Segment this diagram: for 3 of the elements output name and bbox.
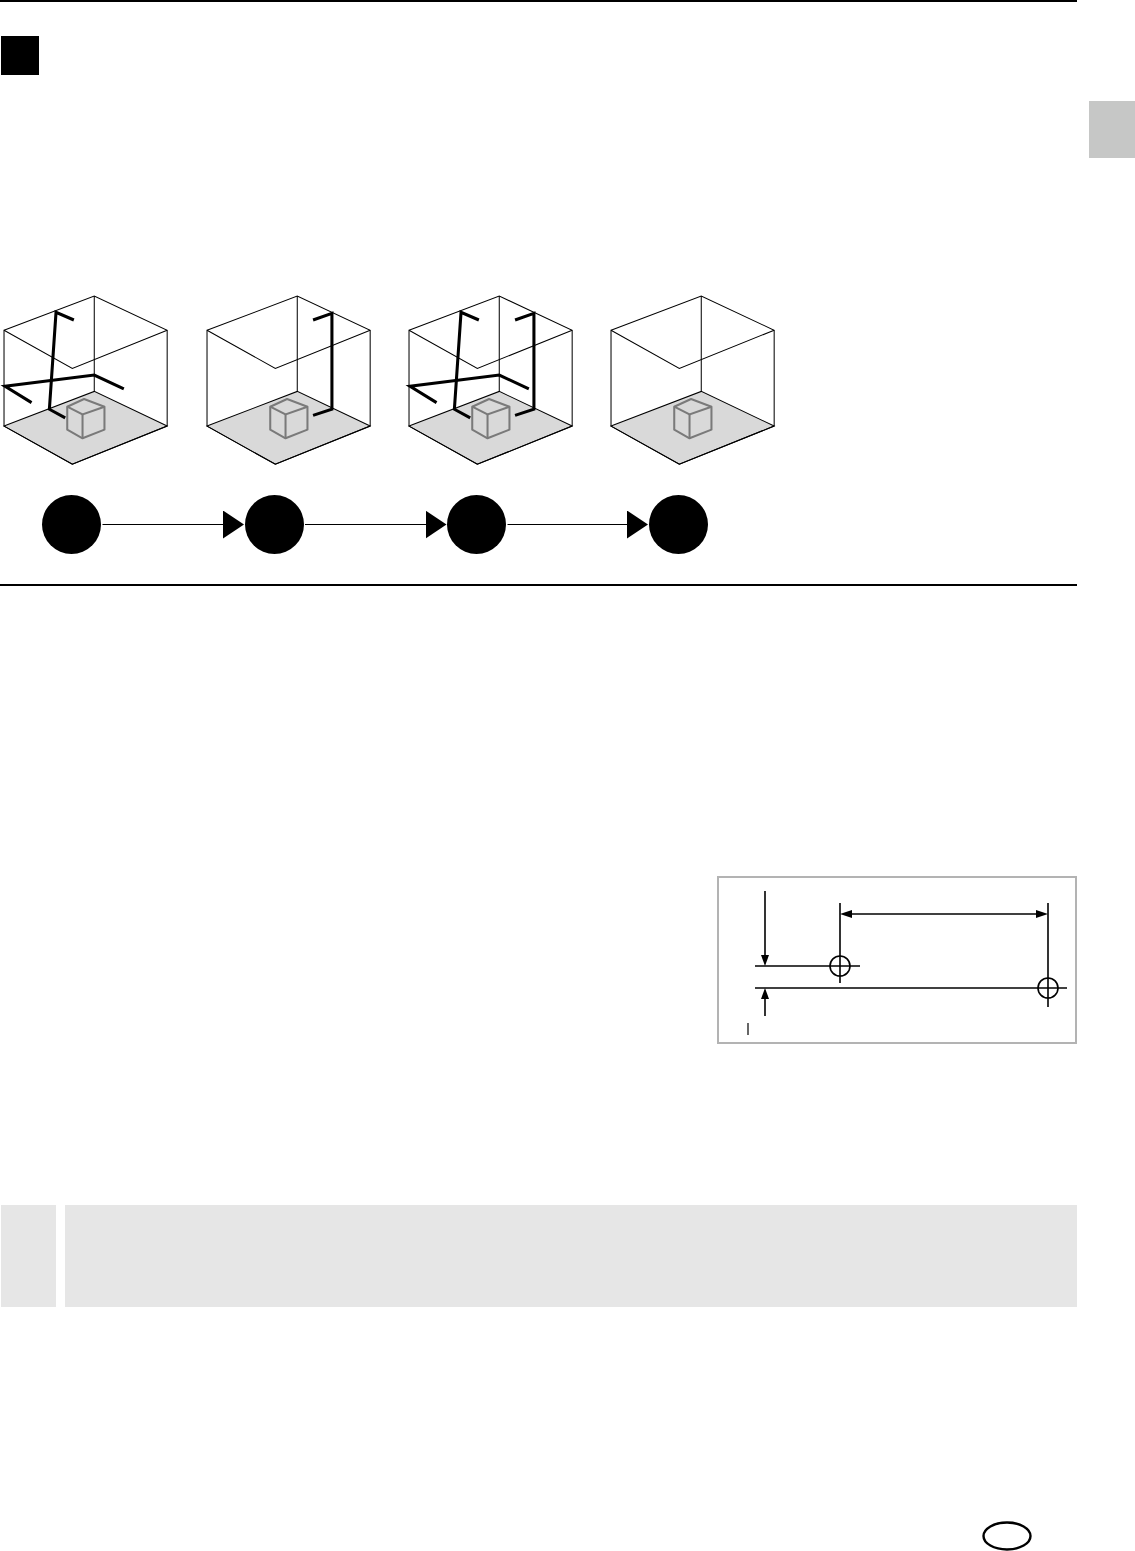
arrow <box>506 510 648 539</box>
arrow <box>101 510 244 539</box>
arrow <box>304 510 447 539</box>
